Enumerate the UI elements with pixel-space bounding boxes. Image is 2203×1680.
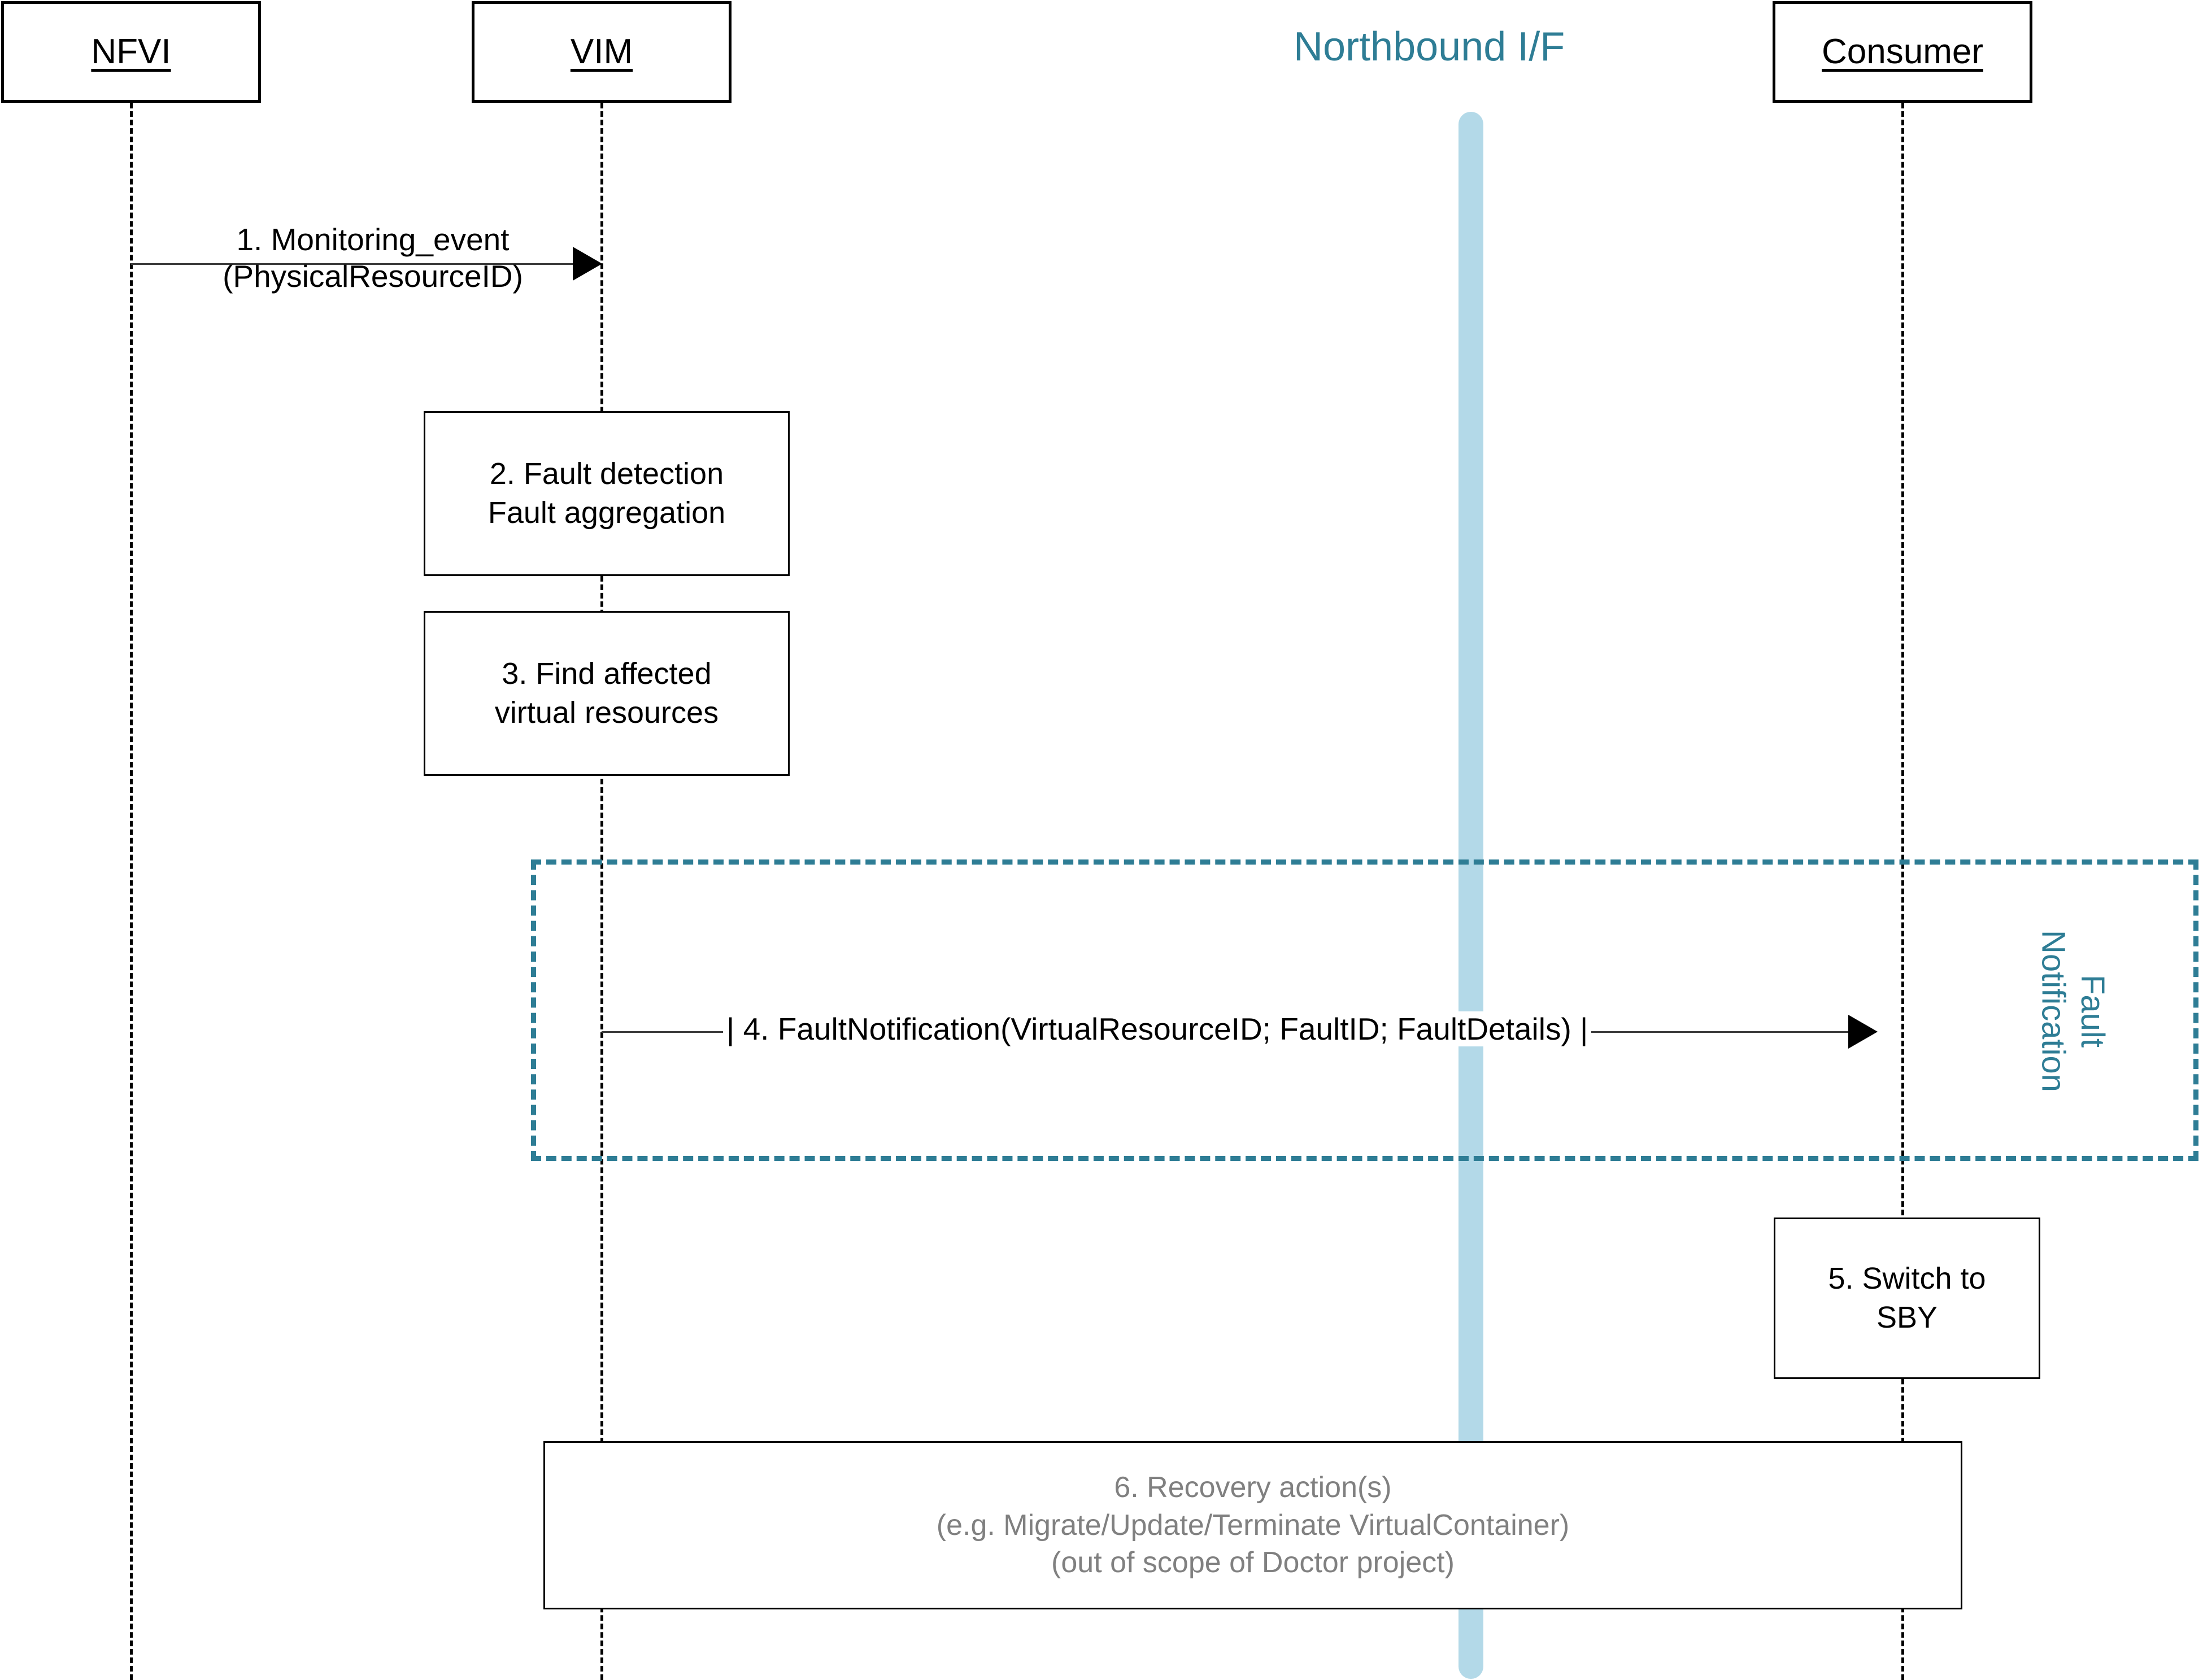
fault-notification-frame-label-line2: Notification [2035,930,2072,1092]
message-1-line [131,263,594,265]
message-1-label-line1: 1. Monitoring_event [236,222,510,257]
process-box-step-5-line2: SBY [1876,1301,1938,1334]
lifeline-consumer [1901,103,1904,1680]
process-box-step-5[interactable]: 5. Switch to SBY [1774,1218,2040,1379]
fault-notification-frame [531,859,2198,1161]
actor-label-nfvi: NFVI [91,32,171,71]
process-box-step-3-line1: 3. Find affected [502,656,712,691]
process-box-step-5-line1: 5. Switch to [1828,1261,1986,1295]
process-box-step-6-line2: (e.g. Migrate/Update/Terminate VirtualCo… [936,1508,1570,1542]
message-4-label-text: | 4. FaultNotification(VirtualResourceID… [723,1011,1592,1046]
process-box-step-6-line1: 6. Recovery action(s) [1114,1471,1392,1504]
message-4-arrowhead [1848,1015,1878,1049]
northbound-interface-pipe [1458,112,1483,1679]
actor-label-consumer: Consumer [1822,32,1983,71]
northbound-interface-label: Northbound I/F [1294,24,1565,69]
process-box-step-3-line2: virtual resources [494,696,719,730]
message-4-label: | 4. FaultNotification(VirtualResourceID… [723,1011,1592,1048]
message-1-arrowhead [573,247,602,281]
actor-box-consumer[interactable]: Consumer [1773,1,2032,103]
process-box-step-2-line2: Fault aggregation [487,496,726,530]
lifeline-nfvi [130,103,133,1680]
message-1-label-line2: (PhysicalResourceID) [223,258,523,294]
lifeline-vim [600,103,603,1680]
fault-notification-frame-label-line1: Fault [2074,974,2111,1048]
process-box-step-2-line1: 2. Fault detection [489,456,724,491]
actor-label-vim: VIM [570,32,633,71]
actor-box-vim[interactable]: VIM [472,1,732,103]
message-1-label: 1. Monitoring_event (PhysicalResourceID) [203,221,542,295]
actor-box-nfvi[interactable]: NFVI [1,1,261,103]
fault-notification-frame-label: Fault Notification [2034,904,2112,1118]
process-box-step-2[interactable]: 2. Fault detection Fault aggregation [424,411,790,576]
process-box-step-6[interactable]: 6. Recovery action(s) (e.g. Migrate/Upda… [543,1441,1962,1609]
process-box-step-6-line3: (out of scope of Doctor project) [1051,1546,1455,1579]
process-box-step-3[interactable]: 3. Find affected virtual resources [424,611,790,776]
